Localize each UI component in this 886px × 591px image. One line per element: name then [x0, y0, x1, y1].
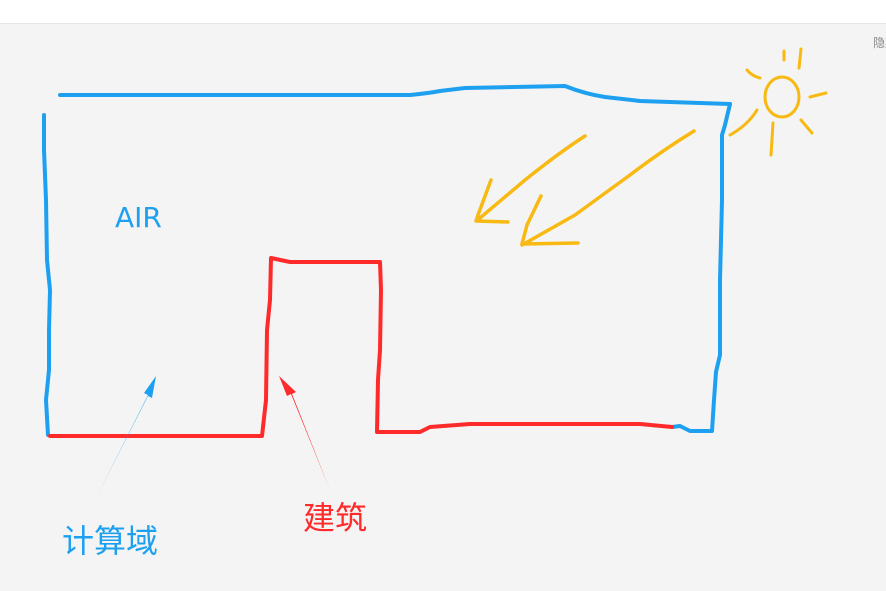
domain-outline-top — [58, 84, 732, 106]
building-outline — [48, 256, 674, 438]
air-label: AIR — [115, 201, 162, 234]
building-label: 建筑 — [303, 499, 367, 537]
sun-ray-right — [808, 91, 828, 99]
domain-outline-left — [42, 113, 52, 437]
hide-link[interactable]: 隐藏 — [873, 36, 886, 50]
sun-ray-top-right — [797, 47, 803, 70]
sun-ray-upper-left — [745, 68, 762, 80]
building-pointer-arrow — [279, 376, 330, 490]
sun-ray-arrow-1 — [478, 134, 587, 220]
sun-ray-arrow-2 — [520, 129, 696, 247]
sun-icon — [728, 47, 828, 157]
sun-ray-arrow-1-head — [474, 178, 510, 224]
sun-ray-arrow-2-head — [520, 194, 580, 246]
top-toolbar — [0, 0, 886, 24]
sun-ray-lower-left — [728, 108, 759, 137]
domain-label: 计算域 — [62, 522, 158, 560]
sun-ray-bottom — [769, 121, 775, 157]
domain-pointer-arrow — [95, 376, 156, 500]
domain-outline-right — [670, 102, 732, 433]
sun-ray-lower-right — [799, 118, 814, 135]
sun-disc — [763, 75, 801, 119]
sun-rays-arrows — [474, 129, 696, 247]
